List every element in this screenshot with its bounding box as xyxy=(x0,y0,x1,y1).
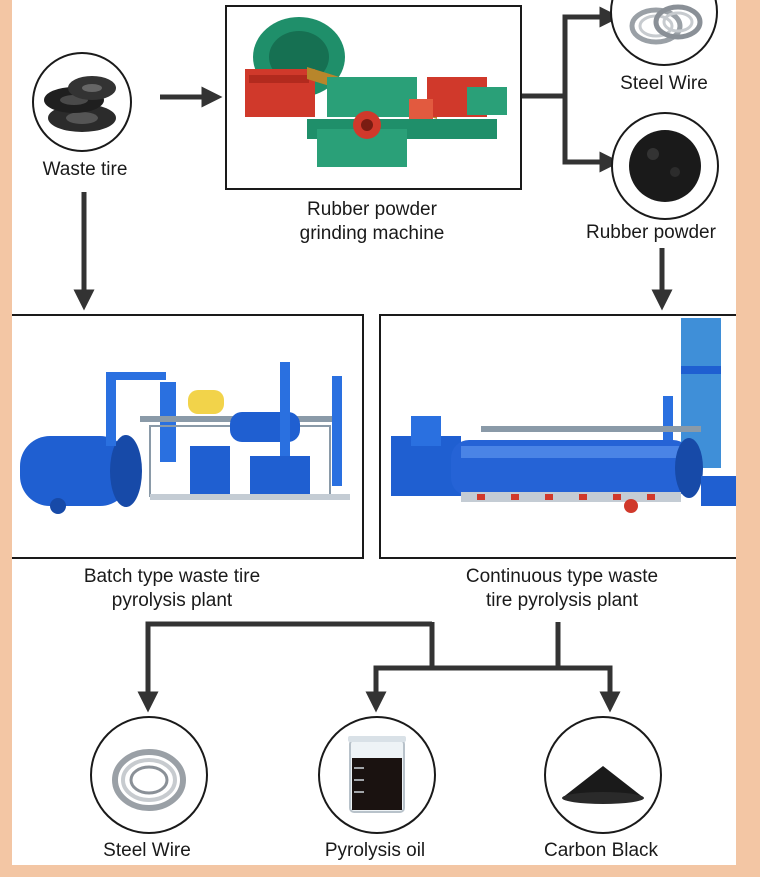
arrow-to-oil xyxy=(365,665,558,713)
arrow-continuous-to-carbon xyxy=(555,622,621,713)
continuous-plant-image xyxy=(391,318,736,513)
continuous-plant-label-line2: tire pyrolysis plant xyxy=(485,590,639,611)
batch-plant-label-line2: pyrolysis plant xyxy=(111,590,233,611)
oil-beaker-icon xyxy=(348,736,406,813)
waste-tire-label: Waste tire xyxy=(42,159,128,180)
arrow-grinder-to-powder xyxy=(562,96,621,173)
rubber-powder-label: Rubber powder xyxy=(586,222,716,243)
grinding-machine-label-line1: Rubber powder xyxy=(307,199,437,220)
rubber-powder-icon xyxy=(629,130,701,202)
carbon-black-circle xyxy=(544,716,662,834)
grinding-machine-label-line2: grinding machine xyxy=(299,223,445,244)
carbon-black-label: Carbon Black xyxy=(543,840,659,861)
batch-plant-label-line1: Batch type waste tire xyxy=(83,566,261,587)
grinding-machine-box xyxy=(225,5,522,190)
steel-wire-bottom-circle xyxy=(90,716,208,834)
continuous-plant-label-line1: Continuous type waste xyxy=(465,566,659,587)
grinding-machine-label: Rubber powder grinding machine xyxy=(262,198,482,246)
waste-tire-circle xyxy=(32,52,132,152)
pyrolysis-oil-label: Pyrolysis oil xyxy=(324,840,426,861)
steel-wire-top-circle xyxy=(610,0,718,66)
flow-arrows xyxy=(73,6,673,713)
batch-plant-label: Batch type waste tire pyrolysis plant xyxy=(32,565,312,613)
carbon-black-pile-icon xyxy=(562,766,644,804)
pyrolysis-oil-circle xyxy=(318,716,436,834)
steel-wire-bottom-label: Steel Wire xyxy=(103,840,191,861)
arrow-grinder-to-steel xyxy=(522,6,621,99)
tire-stack-icon xyxy=(44,76,116,132)
continuous-plant-label: Continuous type waste tire pyrolysis pla… xyxy=(422,565,702,613)
steel-wire-top-label: Steel Wire xyxy=(620,73,708,94)
batch-plant-box xyxy=(12,314,364,559)
continuous-plant-box xyxy=(379,314,736,559)
batch-plant-image xyxy=(20,362,350,514)
arrow-batch-to-steel xyxy=(137,621,432,713)
steel-wire-coil-icon xyxy=(112,749,186,811)
flow-diagram-panel: Waste tire Rubber powder grinding machin… xyxy=(12,0,736,865)
rubber-powder-circle xyxy=(611,112,719,220)
grinding-machine-image xyxy=(245,17,507,167)
steel-wire-coil-icon xyxy=(629,4,703,45)
